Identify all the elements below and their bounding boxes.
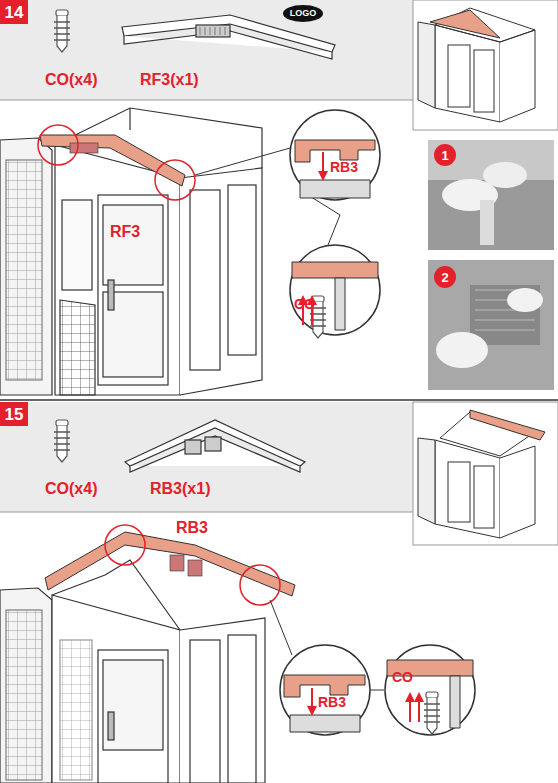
node-text: 15: [5, 406, 24, 423]
part-name: CO: [392, 670, 413, 684]
part-name: CO: [294, 297, 315, 311]
part-count: CO(x4): [45, 481, 97, 497]
part-count: CO(x4): [45, 72, 97, 88]
node-text: 14: [5, 4, 24, 21]
callout-number: 1: [434, 144, 456, 166]
node-text: LOGO: [290, 9, 317, 18]
part-count: RB3(x1): [150, 481, 210, 497]
part-count: RF3(x1): [140, 72, 199, 88]
node-text: 2: [441, 271, 448, 284]
node-text: 1: [441, 149, 448, 162]
part-name: RB3: [330, 160, 358, 174]
part-name: RB3: [176, 520, 208, 536]
callout-number: 2: [434, 266, 456, 288]
logo-badge: LOGO: [283, 5, 323, 22]
part-name: RB3: [318, 695, 346, 709]
part-name: RF3: [110, 224, 140, 240]
step-number: 14: [0, 0, 28, 24]
step-number: 15: [0, 402, 28, 426]
